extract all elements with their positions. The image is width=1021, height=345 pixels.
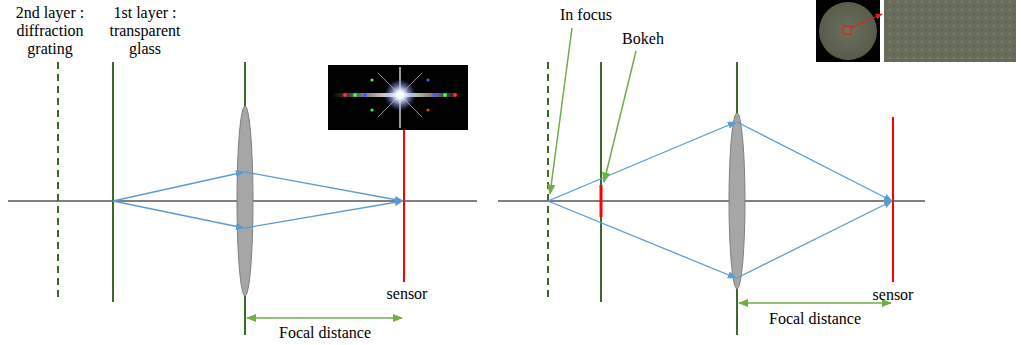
light-ray [548,201,736,278]
bokeh-spot [600,185,603,217]
light-ray [548,122,736,201]
light-ray [737,122,892,201]
grating-layer [547,62,549,302]
glass-layer [112,62,114,302]
right-panel [498,0,1016,335]
text-label: sensor [873,286,914,304]
leader-line [550,28,572,194]
text-label: sensor [387,285,428,303]
light-ray [245,172,403,201]
sensor-plane [403,117,405,282]
sensor-plane [892,117,894,282]
starburst-photo [328,65,468,130]
dimension-arrow [739,302,891,304]
optical-axis [498,201,925,202]
light-ray [737,201,892,278]
leader-line [604,51,636,182]
light-ray [245,201,403,228]
lens [729,113,745,289]
left-panel [8,62,477,335]
glass-layer [600,62,602,302]
light-ray [113,172,244,201]
text-label: Focal distance [769,310,861,328]
lens [237,106,253,296]
light-ray [113,201,244,228]
text-label: Bokeh [622,30,664,48]
text-label: In focus [560,6,612,24]
text-label: 2nd layer : diffraction grating [5,4,95,58]
bokeh-photo [816,0,1016,62]
text-label: Focal distance [279,324,371,342]
grating-layer [57,62,59,302]
dimension-arrow [247,317,402,319]
text-label: 1st layer : transparent glass [100,4,190,58]
